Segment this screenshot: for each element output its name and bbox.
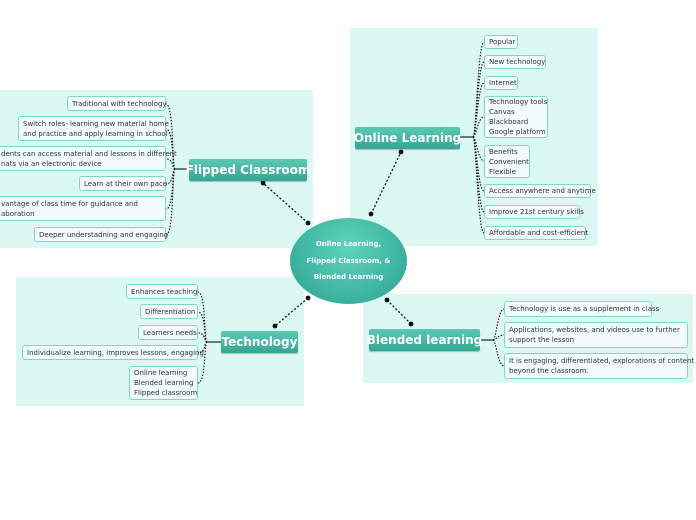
topic-technology[interactable]: Technology <box>221 331 298 353</box>
flipped-classroom-item[interactable]: Traditional with technology <box>67 96 167 111</box>
online-learning-item[interactable]: Internet <box>484 76 518 90</box>
technology-item[interactable]: Online learning Blended learning Flipped… <box>129 366 198 400</box>
flipped-classroom-item[interactable]: Switch roles- learning new material home… <box>18 116 169 141</box>
flipped-classroom-item[interactable]: Deeper understadning and engaging <box>34 227 168 242</box>
online-learning-item[interactable]: Benefits Convenient Flexible <box>484 145 530 178</box>
online-learning-item[interactable]: Technology tools Canvas Blackboard Googl… <box>484 96 548 138</box>
online-learning-item[interactable]: Affordable and cost-efficient <box>484 226 588 240</box>
flipped-classroom-item[interactable]: vantage of class time for guidance and a… <box>0 196 166 221</box>
online-learning-item[interactable]: Access anywhere and anytime <box>484 184 596 198</box>
topic-online-learning[interactable]: Online Learning <box>354 127 461 149</box>
online-learning-item[interactable]: Popular <box>484 35 518 49</box>
blended-learning-item[interactable]: Technology is use as a supplement in cla… <box>504 301 659 317</box>
topic-flipped-classroom[interactable]: Flipped Classroom <box>186 159 310 181</box>
central-topic[interactable]: Online Learning, Flipped Classroom, & Bl… <box>290 218 407 304</box>
central-line: Online Learning, <box>315 240 382 249</box>
technology-item[interactable]: Individualize learning, improves lessons… <box>22 345 204 360</box>
central-line: Blended Learning <box>313 273 384 282</box>
technology-item[interactable]: Differentiation <box>140 304 198 319</box>
online-learning-item[interactable]: New technology <box>484 55 546 69</box>
blended-learning-item[interactable]: It is engaging, differentiated, explorat… <box>504 353 694 379</box>
topic-blended-learning[interactable]: Blended learning <box>367 329 482 351</box>
online-learning-item[interactable]: Improve 21st century skills <box>484 205 584 219</box>
flipped-classroom-item[interactable]: Learn at their own pace <box>79 176 167 191</box>
technology-item[interactable]: Enhances teaching <box>126 284 198 299</box>
blended-learning-item[interactable]: Applications, websites, and videos use t… <box>504 322 688 348</box>
flipped-classroom-item[interactable]: dents can access material and lessons in… <box>0 146 177 171</box>
technology-item[interactable]: Learners needs <box>138 325 198 340</box>
central-line: Flipped Classroom, & <box>306 256 391 265</box>
